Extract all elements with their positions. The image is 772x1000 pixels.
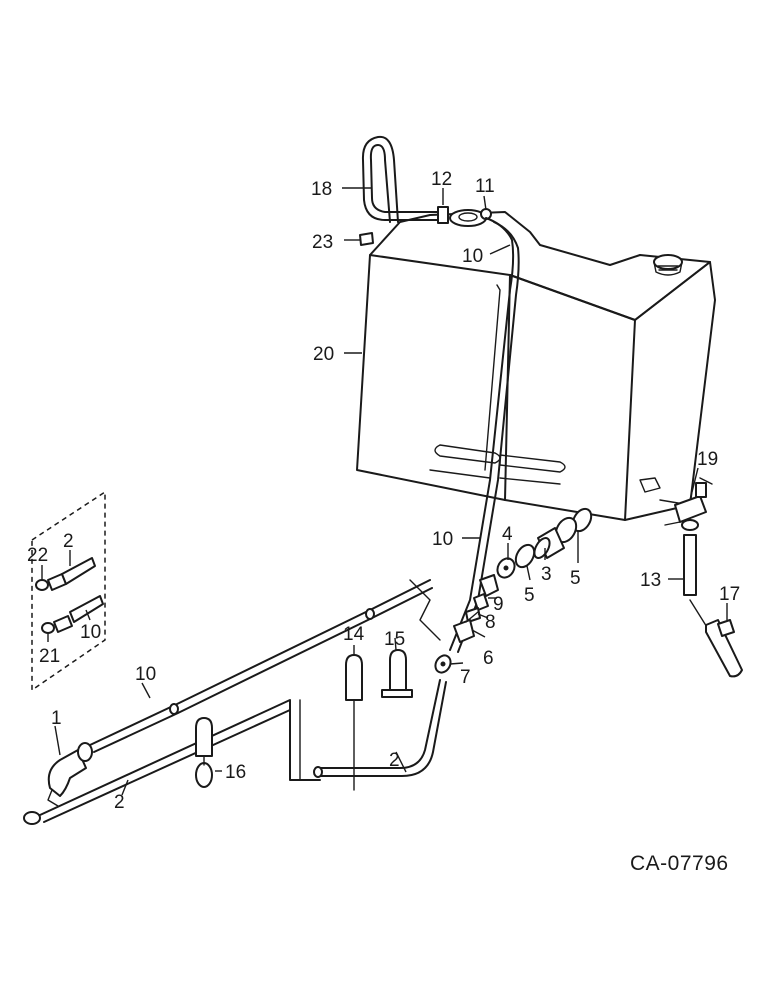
callout-10-top: 10 (462, 246, 483, 267)
callout-5a: 5 (570, 568, 581, 589)
callout-3: 3 (541, 564, 552, 585)
callout-10-line: 10 (135, 664, 156, 685)
outlet-fittings (434, 507, 593, 674)
callout-13: 13 (640, 570, 661, 591)
clamp-17 (717, 619, 735, 637)
callout-5b: 5 (524, 585, 535, 606)
callout-1: 1 (51, 708, 62, 729)
callout-10-mid: 10 (432, 529, 453, 550)
fuel-line-10 (449, 217, 520, 653)
drain-valve-19 (674, 477, 713, 531)
callout-11: 11 (475, 176, 495, 197)
callout-labels: 18 12 11 23 10 20 10 4 3 5 5 9 8 6 7 15 … (27, 169, 740, 813)
callout-17: 17 (719, 584, 740, 605)
callout-8: 8 (485, 612, 496, 633)
fuel-line-10-middle (89, 579, 441, 753)
callout-10-box: 10 (80, 622, 101, 643)
drawing-reference-code: CA-07796 (630, 852, 729, 875)
callout-20: 20 (313, 344, 334, 365)
callout-2-left: 2 (114, 792, 125, 813)
callout-18: 18 (311, 179, 332, 200)
drain-hose-13 (683, 534, 743, 678)
callout-7: 7 (460, 667, 471, 688)
callout-2-box: 2 (63, 531, 74, 552)
fuel-tank (356, 209, 716, 526)
breather-tube (361, 135, 449, 224)
callout-2-right: 2 (389, 750, 400, 771)
callout-12: 12 (431, 169, 452, 190)
callout-4: 4 (502, 524, 513, 545)
callout-9: 9 (493, 594, 504, 615)
detail-box (31, 490, 106, 692)
callout-23: 23 (312, 232, 333, 253)
callout-19: 19 (697, 449, 718, 470)
clip-14 (289, 654, 363, 791)
callout-14: 14 (343, 624, 365, 645)
clip-16 (195, 717, 213, 788)
clip-23 (359, 232, 374, 246)
callout-6: 6 (483, 648, 494, 669)
fuel-line-2-lower (23, 679, 447, 825)
elbow-fitting-1 (47, 742, 93, 807)
callout-22: 22 (27, 545, 48, 566)
callout-21: 21 (39, 646, 60, 667)
leader-lines (41, 187, 728, 796)
callout-15: 15 (384, 629, 405, 650)
callout-16: 16 (225, 762, 246, 783)
clip-15 (381, 649, 413, 698)
